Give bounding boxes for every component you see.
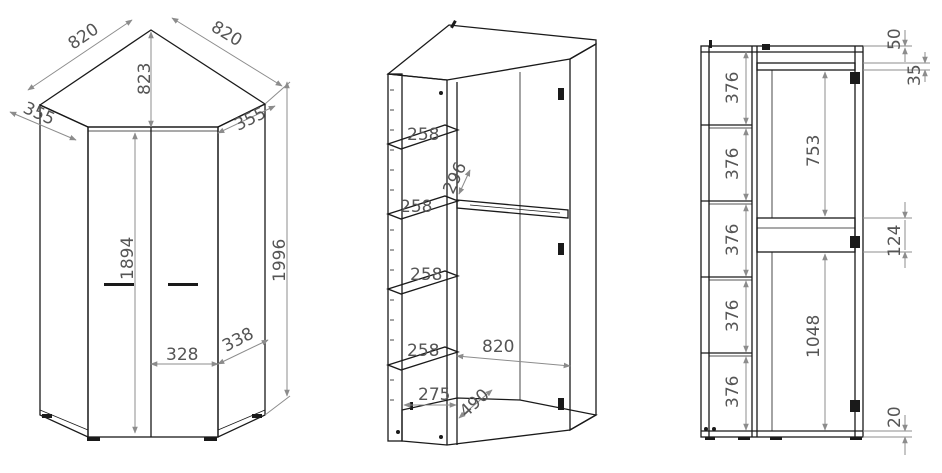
dim-compartment-4: 376 (723, 300, 743, 332)
right-panel (569, 42, 597, 432)
dim-door-height: 1894 (118, 237, 138, 280)
shelf (386, 270, 460, 295)
dim-compartment-3: 376 (723, 224, 743, 256)
dim-total-height: 1996 (270, 239, 290, 282)
dim-plinth: 20 (885, 406, 905, 428)
hinge (558, 88, 564, 100)
foot (204, 437, 217, 441)
left-handle (104, 283, 134, 286)
dim-side-right: 355 (231, 103, 269, 135)
dim-door-width: 328 (166, 345, 198, 365)
dim-inner-width: 820 (482, 337, 514, 357)
section-view: 376 376 376 376 376 753 1048 50 35 124 2… (700, 28, 930, 455)
middle-rail (756, 217, 856, 253)
dim-middle-rail: 124 (885, 225, 905, 257)
shelf (386, 195, 460, 220)
dim-shelf-2: 258 (400, 197, 432, 217)
front-doors (87, 126, 219, 438)
shelf (386, 124, 460, 150)
right-handle (168, 283, 198, 286)
dim-side-panel: 338 (219, 324, 257, 357)
hanging-rail (456, 199, 569, 219)
shelf-pins (390, 89, 394, 401)
hinge (558, 243, 564, 255)
dim-compartment-5: 376 (723, 376, 743, 408)
dim-shelf-4: 258 (407, 341, 439, 361)
dim-shelf-3: 258 (410, 265, 442, 285)
hinge (850, 72, 860, 84)
foot (87, 437, 100, 441)
left-panel (387, 73, 403, 442)
shelf (386, 346, 460, 371)
hinge (558, 398, 564, 410)
dim-top-gap: 50 (885, 28, 905, 50)
dim-width-right: 820 (207, 17, 245, 51)
dim-width-left: 820 (65, 19, 103, 54)
foot (252, 414, 262, 418)
interior-view: 258 258 296 258 258 820 275 490 (386, 20, 598, 446)
dim-depth: 823 (135, 63, 155, 95)
foot (42, 414, 52, 418)
right-side-panel (217, 102, 266, 439)
dim-shelf-1: 258 (407, 125, 439, 145)
dim-compartment-2: 376 (723, 148, 743, 180)
interior-top (386, 24, 597, 81)
hinge (850, 400, 860, 412)
dim-upper-hanging: 753 (804, 135, 824, 167)
dim-side-left: 355 (20, 98, 58, 129)
front-view: 820 820 823 355 355 1894 1996 328 338 (9, 17, 291, 441)
dim-compartment-1: 376 (723, 72, 743, 104)
dim-bottom-width: 275 (418, 385, 450, 405)
hinge (850, 236, 860, 248)
top-rail (756, 62, 856, 71)
left-side-panel (39, 103, 89, 439)
dim-rail-gap: 35 (905, 64, 925, 86)
dim-lower-hanging: 1048 (804, 315, 824, 358)
